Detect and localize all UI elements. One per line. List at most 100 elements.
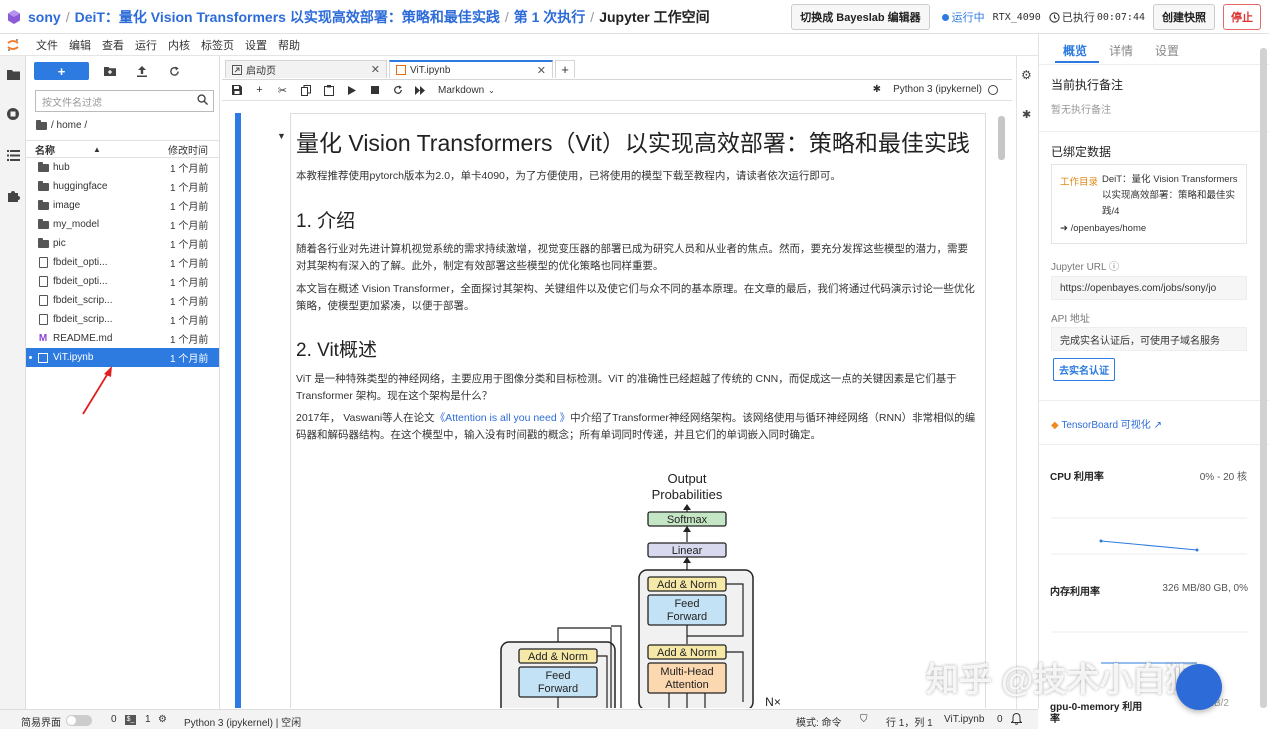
stop-button[interactable]: 停止 [1223,4,1261,30]
tab-overview[interactable]: 概览 [1063,44,1088,58]
running-sessions-icon[interactable] [5,106,21,122]
save-icon[interactable] [225,85,248,95]
file-row[interactable]: fbdeit_scrip...1 个月前 [26,291,219,310]
file-name: fbdeit_opti... [53,276,108,287]
interrupt-kernel-icon[interactable] [363,86,386,94]
terminal-icon[interactable]: $_ [125,715,136,725]
menu-file[interactable]: 文件 [36,39,58,52]
svg-text:Feed: Feed [674,598,699,610]
file-modified: 1 个月前 [170,221,209,232]
new-folder-icon[interactable] [99,66,121,76]
new-launcher-button[interactable]: + [34,62,89,80]
paste-icon[interactable] [317,84,340,96]
tab-launcher[interactable]: 启动页 ✕ [225,60,387,78]
breadcrumb-project[interactable]: DeiT：量化 Vision Transformers 以实现高效部署：策略和最… [74,8,500,25]
info-icon[interactable]: ⓘ [1109,262,1119,273]
switch-editor-button[interactable]: 切换成 Bayeslab 编辑器 [791,4,930,30]
file-filter-input[interactable]: 按文件名过滤 [35,90,214,112]
bound-workdir-card[interactable]: 工作目录 DeiT：量化 Vision Transformers 以实现高效部署… [1051,164,1247,244]
breadcrumb-user[interactable]: sony [28,8,61,25]
markdown-icon: M [38,333,48,344]
tab-settings[interactable]: 设置 [1155,44,1180,58]
jupyter-url-field[interactable]: https://openbayes.com/jobs/sony/jo [1051,276,1247,300]
refresh-icon[interactable] [163,65,185,77]
bell-icon[interactable] [1010,712,1023,728]
workdir-tag: 工作目录 [1060,177,1099,188]
markdown-cell[interactable]: 量化 Vision Transformers（Vit）以实现高效部署：策略和最佳… [290,113,986,708]
kernel-sessions-icon[interactable]: ⚙ [158,714,167,725]
menu-help[interactable]: 帮助 [278,39,300,52]
debugger-icon[interactable]: ✱ [872,84,882,95]
verify-identity-button[interactable]: 去实名认证 [1053,358,1115,381]
tensorboard-link[interactable]: ◆ TensorBoard 可视化 ↗ [1051,420,1162,431]
column-name[interactable]: 名称 [35,145,55,157]
restart-run-all-icon[interactable] [409,85,432,95]
property-inspector-icon[interactable]: ⚙ [1021,68,1032,82]
workdir-name[interactable]: DeiT：量化 Vision Transformers 以实现高效部署：策略和最… [1102,174,1238,217]
menu-settings[interactable]: 设置 [245,39,267,52]
add-tab-icon[interactable]: + [555,60,575,78]
create-snapshot-button[interactable]: 创建快照 [1153,4,1215,30]
exec-note-title: 当前执行备注 [1051,78,1124,92]
notebook-area: 启动页 ✕ ViT.ipynb ✕ + + ✂ Markdown ⌄ ✱ Pyt… [222,56,1016,709]
file-name: hub [53,162,70,173]
close-tab-icon[interactable]: ✕ [536,64,546,77]
insert-cell-icon[interactable]: + [256,84,263,96]
chevron-down-icon: ⌄ [488,85,495,95]
run-cell-icon[interactable] [340,85,363,95]
file-row[interactable]: fbdeit_scrip...1 个月前 [26,310,219,329]
cursor-position[interactable]: 行 1，列 1 [886,718,933,729]
cpu-usage-title: CPU 利用率 [1050,472,1104,483]
menu-bar: 文件 编辑 查看 运行 内核 标签页 设置 帮助 [0,34,1038,56]
table-of-contents-icon[interactable] [5,147,21,163]
diagram-output-label: Output [667,471,706,486]
file-icon [37,257,49,269]
file-name: README.md [53,333,113,344]
file-row[interactable]: fbdeit_opti...1 个月前 [26,272,219,291]
file-modified: 1 个月前 [170,202,209,213]
notebook-scrollbar[interactable] [998,116,1005,160]
menu-view[interactable]: 查看 [102,39,124,52]
close-tab-icon[interactable]: ✕ [370,64,380,76]
kernel-name[interactable]: Python 3 (ipykernel) [893,84,982,95]
menu-edit[interactable]: 编辑 [69,39,91,52]
simple-ui-toggle[interactable] [66,715,92,726]
attention-paper-link[interactable]: 《Attention is all you need 》 [434,412,571,424]
menu-run[interactable]: 运行 [135,39,157,52]
column-modified[interactable]: 修改时间 [168,145,208,157]
menu-kernel[interactable]: 内核 [168,39,190,52]
clock-icon [1049,11,1060,23]
file-row[interactable]: fbdeit_opti...1 个月前 [26,253,219,272]
debugger-icon[interactable]: ✱ [1022,109,1032,121]
tab-notebook[interactable]: ViT.ipynb ✕ [389,60,553,78]
file-name: fbdeit_opti... [53,257,108,268]
upload-icon[interactable] [131,65,153,77]
cut-icon[interactable]: ✂ [277,84,288,97]
search-icon [197,94,209,108]
shield-icon[interactable]: ⛉ [860,714,868,725]
right-sidebar-tabs: ⚙ ✱ [1016,56,1038,709]
chat-help-button[interactable] [1176,664,1222,710]
tab-details[interactable]: 详情 [1109,44,1134,58]
notebook-title: 量化 Vision Transformers（Vit）以实现高效部署：策略和最佳… [296,130,970,156]
copy-icon[interactable] [294,84,317,96]
extensions-icon[interactable] [5,187,21,203]
active-cell-indicator[interactable] [235,113,241,708]
right-panel-scrollbar[interactable] [1260,48,1267,708]
file-browser-icon[interactable] [5,66,21,82]
menu-tabs[interactable]: 标签页 [201,39,234,52]
collapse-heading-icon[interactable]: ▼ [277,131,286,141]
breadcrumb-run[interactable]: 第 1 次执行 [513,8,586,25]
paragraph-2: 本文旨在概述 Vision Transformer，全面探讨其架构、关键组件以及… [296,283,975,312]
file-name: huggingface [53,181,108,192]
restart-kernel-icon[interactable] [386,85,409,95]
kernel-status-text[interactable]: Python 3 (ipykernel) | 空闲 [184,718,302,729]
cell-type-select[interactable]: Markdown ⌄ [438,84,495,96]
